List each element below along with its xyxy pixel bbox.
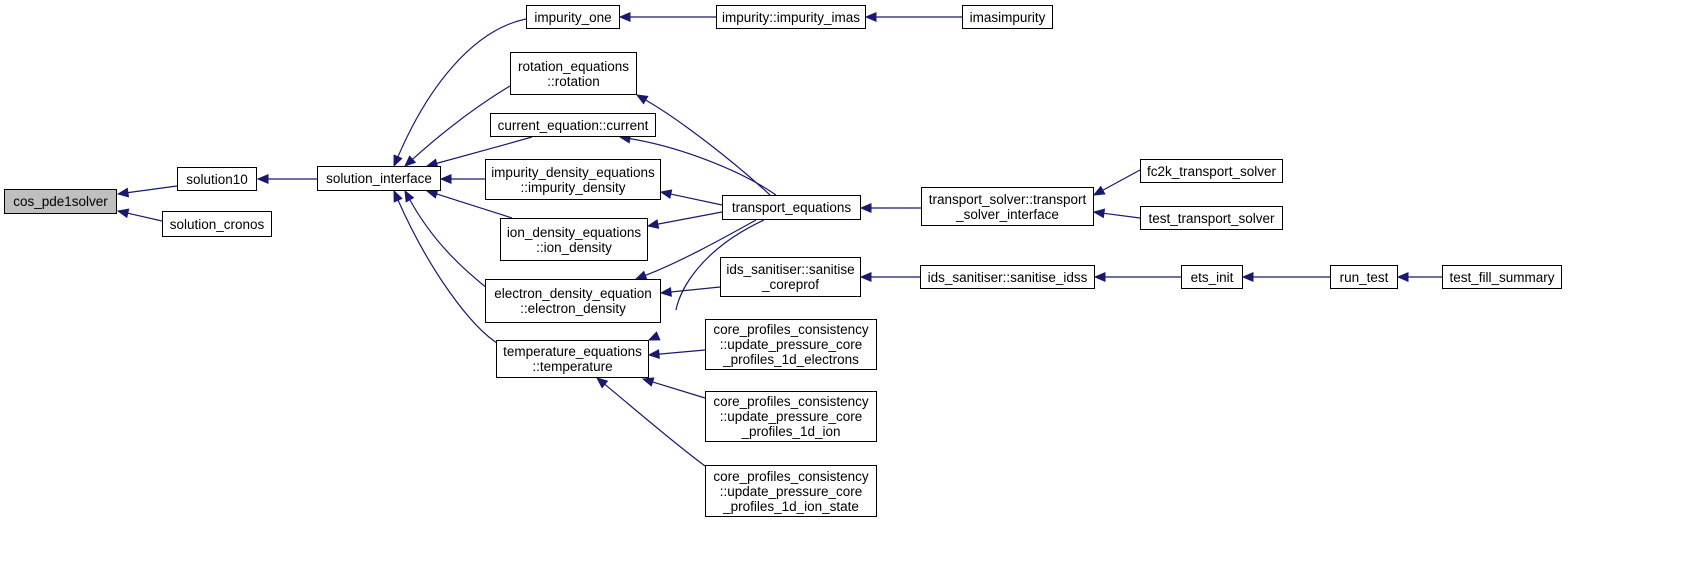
arrowhead-temperature: [647, 349, 660, 359]
arrowhead-cos_pde1solver: [116, 208, 130, 219]
arrowhead-solution_interface: [439, 174, 452, 184]
node-impurity-density[interactable]: impurity_density_equations ::impurity_de…: [485, 159, 661, 200]
node-label: impurity_density_equations ::impurity_de…: [491, 164, 655, 195]
arrowhead-solution_interface: [404, 189, 415, 203]
node-solution-interface[interactable]: solution_interface: [317, 166, 441, 191]
edge-transport_equations-to-electron_density: [645, 219, 757, 276]
arrowhead-transport_equations: [859, 203, 872, 213]
node-upc-ion-state[interactable]: core_profiles_consistency ::update_press…: [705, 465, 877, 517]
edge-rotation-to-solution_interface: [412, 85, 511, 160]
node-test-fill-summary[interactable]: test_fill_summary: [1442, 265, 1562, 289]
edge-impurity_one-to-solution_interface: [397, 18, 527, 158]
node-solution-cronos[interactable]: solution_cronos: [162, 211, 272, 237]
node-label: ets_init: [1190, 269, 1234, 285]
arrowhead-transport_solver_interface: [1092, 185, 1106, 196]
arrowhead-sanitise_coreprof: [859, 272, 872, 282]
edge-sanitise_coreprof-to-electron_density: [670, 286, 721, 293]
edge-solution_cronos-to-cos_pde1solver: [127, 212, 163, 222]
node-run-test[interactable]: run_test: [1330, 265, 1398, 289]
node-label: current_equation::current: [497, 117, 649, 133]
arrowhead-impurity_imas: [864, 12, 877, 22]
node-transport-solver-interface[interactable]: transport_solver::transport _solver_inte…: [921, 187, 1094, 226]
arrowhead-temperature: [596, 377, 609, 389]
node-label: core_profiles_consistency ::update_press…: [713, 322, 869, 367]
edge-ion_density-to-solution_interface: [436, 193, 513, 219]
arrowhead-transport_solver_interface: [1092, 208, 1106, 219]
node-temperature[interactable]: temperature_equations ::temperature: [496, 340, 649, 378]
node-impurity-one[interactable]: impurity_one: [526, 5, 620, 29]
arrowhead-impurity_density: [659, 189, 673, 200]
edge-electron_density-to-solution_interface: [409, 199, 493, 293]
arrowhead-ets_init: [1241, 272, 1254, 282]
edge-transport_equations-to-rotation: [645, 99, 771, 196]
node-label: run_test: [1339, 269, 1389, 285]
node-test-transport-solver[interactable]: test_transport_solver: [1140, 206, 1283, 230]
node-impurity-imas[interactable]: impurity::impurity_imas: [716, 5, 866, 29]
node-label: fc2k_transport_solver: [1146, 163, 1277, 179]
node-rotation[interactable]: rotation_equations ::rotation: [510, 52, 637, 95]
node-label: core_profiles_consistency ::update_press…: [713, 394, 869, 439]
node-label: rotation_equations ::rotation: [517, 58, 630, 89]
edge-upc_electrons-to-temperature: [658, 349, 706, 355]
edge-transport_equations-to-temperature: [675, 219, 765, 311]
node-label: electron_density_equation ::electron_den…: [494, 286, 652, 316]
edge-upc_ion_state-to-temperature: [604, 383, 706, 467]
arrowhead-solution_interface: [425, 189, 439, 199]
node-upc-ion[interactable]: core_profiles_consistency ::update_press…: [705, 391, 877, 442]
node-label: impurity_one: [534, 9, 612, 25]
node-ets-init[interactable]: ets_init: [1181, 265, 1243, 289]
node-current[interactable]: current_equation::current: [490, 113, 656, 137]
edge-current-to-solution_interface: [436, 136, 533, 164]
node-electron-density[interactable]: electron_density_equation ::electron_den…: [485, 279, 661, 323]
arrowhead-run_test: [1396, 272, 1409, 282]
node-transport-equations[interactable]: transport_equations: [722, 195, 861, 220]
arrowhead-ion_density: [646, 219, 660, 229]
arrowhead-solution_interface: [393, 154, 403, 168]
node-sanitise-coreprof[interactable]: ids_sanitiser::sanitise _coreprof: [720, 257, 861, 297]
edge-fc2k_transport_solver-to-transport_solver_interface: [1102, 169, 1141, 191]
node-label: impurity::impurity_imas: [721, 9, 861, 25]
arrowhead-solution_interface: [404, 155, 417, 167]
edge-solution10-to-cos_pde1solver: [127, 185, 178, 194]
node-label: core_profiles_consistency ::update_press…: [713, 468, 869, 514]
arrowhead-temperature: [641, 377, 655, 387]
node-label: solution10: [186, 171, 248, 187]
arrowhead-impurity_one: [618, 12, 631, 22]
node-label: temperature_equations ::temperature: [503, 344, 642, 374]
node-label: cos_pde1solver: [13, 194, 108, 209]
node-label: solution_interface: [326, 171, 432, 186]
edge-upc_ion-to-temperature: [652, 381, 706, 399]
node-sanitise-idss[interactable]: ids_sanitiser::sanitise_idss: [920, 265, 1095, 289]
edge-test_transport_solver-to-transport_solver_interface: [1103, 212, 1141, 219]
node-imasimpurity[interactable]: imasimpurity: [962, 5, 1053, 29]
node-ion-density[interactable]: ion_density_equations ::ion_density: [500, 218, 648, 261]
arrowhead-rotation: [635, 94, 649, 105]
edge-transport_equations-to-impurity_density: [670, 193, 723, 206]
node-label: test_transport_solver: [1148, 210, 1275, 226]
node-label: transport_equations: [731, 200, 852, 215]
node-label: ion_density_equations ::ion_density: [506, 224, 642, 255]
node-label: test_fill_summary: [1449, 269, 1555, 285]
node-label: ids_sanitiser::sanitise _coreprof: [726, 262, 855, 292]
node-label: solution_cronos: [169, 216, 265, 232]
node-cos-pde1solver[interactable]: cos_pde1solver: [4, 189, 117, 214]
arrowhead-electron_density: [659, 287, 672, 297]
edge-transport_equations-to-current: [629, 138, 777, 196]
node-solution10[interactable]: solution10: [177, 167, 257, 191]
edge-temperature-to-solution_interface: [397, 199, 501, 346]
edge-transport_equations-to-ion_density: [657, 211, 723, 225]
node-upc-electrons[interactable]: core_profiles_consistency ::update_press…: [705, 319, 877, 370]
arrowhead-temperature: [647, 331, 661, 341]
node-label: ids_sanitiser::sanitise_idss: [927, 269, 1088, 285]
node-fc2k-transport-solver[interactable]: fc2k_transport_solver: [1140, 159, 1283, 183]
arrowhead-sanitise_idss: [1093, 272, 1106, 282]
node-label: transport_solver::transport _solver_inte…: [928, 191, 1087, 222]
arrowhead-solution10: [256, 174, 269, 184]
arrowhead-cos_pde1solver: [116, 187, 130, 198]
node-label: imasimpurity: [969, 9, 1046, 25]
arrowhead-solution_interface: [393, 189, 403, 203]
